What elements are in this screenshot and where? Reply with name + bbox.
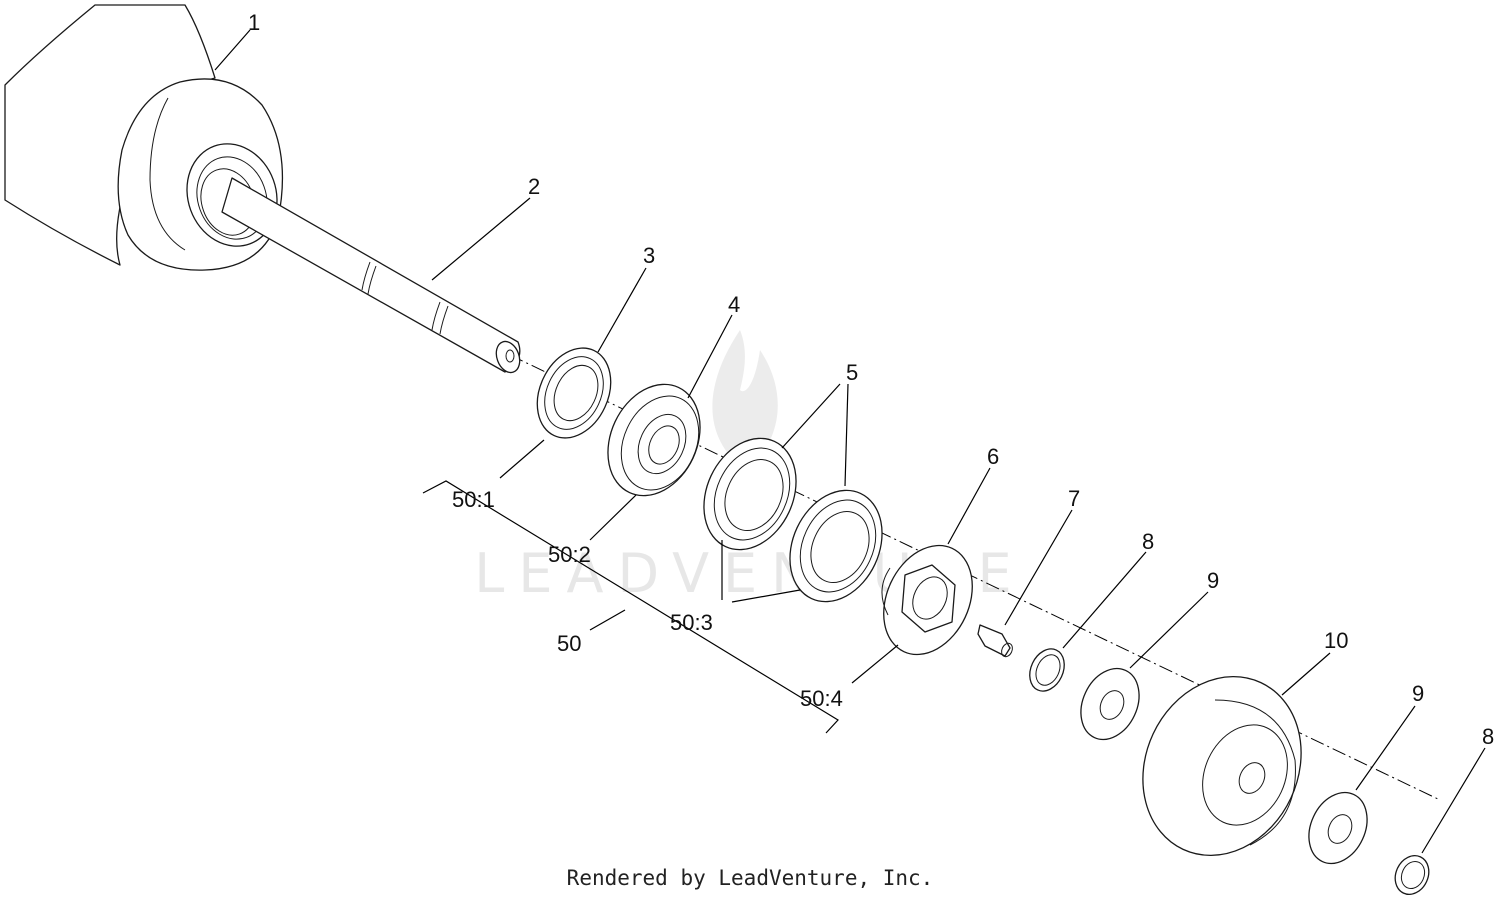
leader-4 — [687, 314, 733, 399]
callout-50-1: 50:1 — [452, 487, 495, 512]
part-5-seal-b — [789, 489, 883, 603]
callout-50-4: 50:4 — [800, 686, 843, 711]
leader-3 — [597, 267, 647, 353]
leader-9a — [1129, 591, 1209, 669]
callout-50-3: 50:3 — [670, 610, 713, 635]
leader-50 — [589, 609, 626, 631]
callout-9-a: 9 — [1207, 568, 1219, 593]
leader-9b — [1355, 705, 1416, 791]
part-9-washer-a — [1080, 667, 1140, 741]
part-1-cylinder-housing — [4, 4, 284, 271]
leader-50-4 — [851, 644, 899, 684]
callout-8-b: 8 — [1482, 724, 1494, 749]
part-4-bearing — [607, 383, 701, 497]
callout-labels: 1 2 3 4 5 6 7 8 9 10 9 8 50:1 50:2 50:3 … — [248, 10, 1494, 749]
callout-9-b: 9 — [1412, 681, 1424, 706]
part-7-grease-fitting — [977, 624, 1013, 658]
part-10-wheel — [1142, 675, 1302, 857]
callout-2: 2 — [528, 174, 540, 199]
part-8-retaining-ring-a — [1029, 648, 1065, 692]
part-5-seal-a — [703, 437, 797, 551]
callout-6: 6 — [987, 444, 999, 469]
leader-lines — [214, 29, 1486, 854]
leader-50-1 — [499, 439, 545, 479]
part-6-flange-nut — [881, 544, 973, 656]
footer-credit: Rendered by LeadVenture, Inc. — [566, 866, 934, 890]
callout-7: 7 — [1068, 486, 1080, 511]
kit-50-bracket — [422, 480, 839, 734]
leader-6 — [947, 467, 991, 545]
leader-5b — [844, 383, 849, 487]
callout-1: 1 — [248, 10, 260, 35]
leader-7 — [1004, 509, 1073, 626]
callout-8-a: 8 — [1142, 529, 1154, 554]
callout-50-2: 50:2 — [548, 542, 591, 567]
leader-2 — [431, 197, 531, 281]
leader-50-3b — [731, 589, 801, 603]
part-8-retaining-ring-b — [1394, 855, 1430, 895]
callout-3: 3 — [643, 243, 655, 268]
part-2-shaft — [221, 177, 521, 374]
callout-10: 10 — [1324, 628, 1348, 653]
callout-4: 4 — [728, 292, 740, 317]
part-9-washer-b — [1308, 791, 1368, 865]
part-3-seal — [536, 347, 612, 439]
leader-5a — [781, 383, 841, 449]
callout-50: 50 — [557, 631, 581, 656]
leader-8b — [1421, 747, 1486, 854]
watermark-flame-icon — [712, 330, 778, 470]
leader-1 — [214, 29, 251, 71]
leader-50-2 — [589, 494, 637, 541]
callout-5: 5 — [846, 360, 858, 385]
leader-10 — [1281, 652, 1331, 696]
leader-8a — [1062, 551, 1147, 649]
